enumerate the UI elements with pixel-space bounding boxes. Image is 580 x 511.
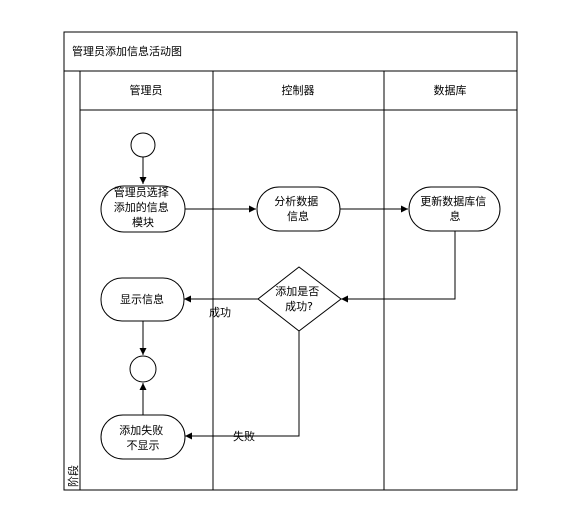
- flow-update-to-decision: [341, 231, 456, 303]
- node-update-db: [408, 186, 501, 232]
- flow-decision-to-fail: [185, 331, 300, 440]
- node-fail-msg: [100, 414, 186, 460]
- lane-header-database: 数据库: [434, 83, 467, 97]
- diagram-frame: [63, 31, 518, 491]
- node-show-info-label: 显示信息: [120, 292, 164, 306]
- node-analyze-data: [256, 186, 341, 232]
- node-analyze-data-label: 分析数据 信息: [274, 194, 322, 223]
- edge-label-success: 成功: [209, 306, 231, 319]
- node-select-module-label: 管理员选择 添加的信息 模块: [114, 185, 173, 229]
- node-show-info: [100, 277, 185, 322]
- node-update-db-label: 更新数据库信 息: [420, 194, 490, 223]
- diagram-title: 管理员添加信息活动图: [72, 44, 182, 58]
- phase-label: 阶段: [66, 465, 80, 487]
- node-select-module: [100, 185, 186, 233]
- lane-header-controller: 控制器: [282, 83, 315, 97]
- final-node: [129, 355, 157, 383]
- decision-node: [257, 266, 342, 332]
- node-fail-msg-label: 添加失败 不显示: [119, 423, 167, 452]
- initial-node: [130, 132, 156, 158]
- edge-label-failure: 失败: [233, 429, 255, 443]
- decision-node-label: 添加是否 成功?: [275, 284, 323, 313]
- lane-header-admin: 管理员: [130, 83, 163, 97]
